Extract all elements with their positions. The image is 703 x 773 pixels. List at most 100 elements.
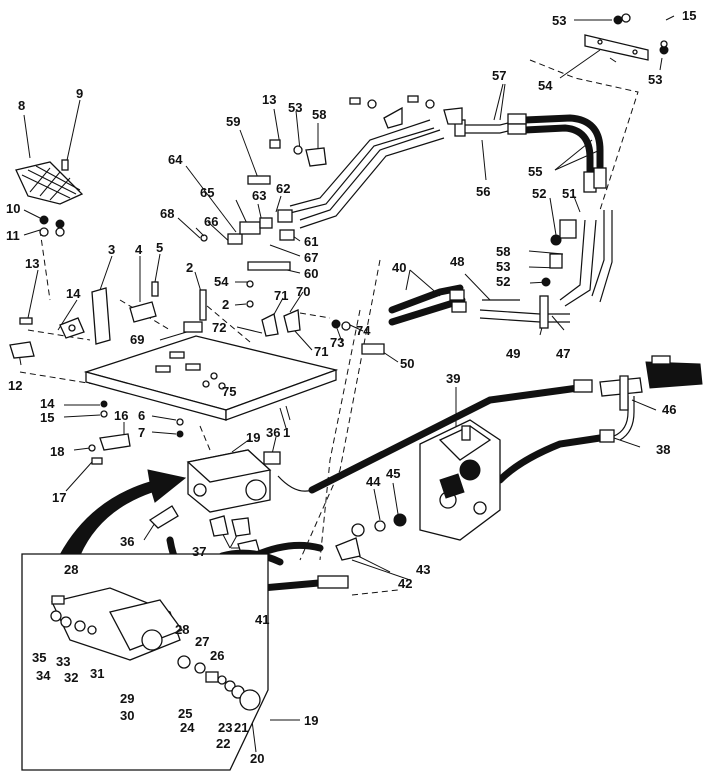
dashed-guides [19, 59, 639, 596]
inset-pointer-arrow [59, 469, 187, 556]
callout-37: 37 [192, 544, 206, 559]
callout-15: 15 [40, 410, 54, 425]
steel-tubes [285, 119, 613, 323]
callout-32: 32 [64, 670, 78, 685]
callout-57: 57 [492, 68, 506, 83]
callout-56: 56 [476, 184, 490, 199]
callout-68: 68 [160, 206, 174, 221]
callout-40: 40 [392, 260, 406, 275]
callout-7: 7 [138, 425, 145, 440]
callout-66: 66 [204, 214, 218, 229]
callout-74: 74 [356, 323, 371, 338]
callout-43: 43 [416, 562, 430, 577]
tube-clamps [539, 219, 577, 329]
callout-6: 6 [138, 408, 145, 423]
callout-16: 16 [114, 408, 128, 423]
callout-2: 2 [186, 260, 193, 275]
callout-36: 36 [266, 425, 280, 440]
callout-11: 11 [6, 228, 20, 243]
callout-44: 44 [366, 474, 381, 489]
small-hardware-top [195, 95, 463, 271]
callout-58: 58 [312, 107, 326, 122]
callout-65: 65 [200, 185, 214, 200]
callout-27: 27 [195, 634, 209, 649]
callout-8: 8 [18, 98, 25, 113]
callout-46: 46 [662, 402, 676, 417]
callout-23: 23 [218, 720, 232, 735]
callout-72: 72 [212, 320, 226, 335]
callout-53: 53 [496, 259, 510, 274]
callout-41: 41 [255, 612, 269, 627]
callout-42: 42 [398, 576, 412, 591]
pipe-38-and-fitting-46 [599, 355, 703, 441]
callout-61: 61 [304, 234, 318, 249]
callout-29: 29 [120, 691, 134, 706]
callout-21: 21 [234, 720, 248, 735]
callout-67: 67 [304, 250, 318, 265]
callout-71: 71 [314, 344, 328, 359]
callout-49: 49 [506, 346, 520, 361]
plate-8 [15, 159, 84, 237]
callout-24: 24 [180, 720, 195, 735]
callout-38: 38 [656, 442, 670, 457]
callout-9: 9 [76, 86, 83, 101]
hydraulic-pump-assembly [335, 419, 501, 561]
callout-53: 53 [552, 13, 566, 28]
callout-73: 73 [330, 335, 344, 350]
mounting-plate-1 [83, 335, 339, 465]
callout-19: 19 [246, 430, 260, 445]
callout-48: 48 [450, 254, 464, 269]
callout-45: 45 [386, 466, 400, 481]
callout-17: 17 [52, 490, 66, 505]
callout-52: 52 [532, 186, 546, 201]
callout-59: 59 [226, 114, 240, 129]
callout-14: 14 [40, 396, 55, 411]
hydraulic-hoses-lower [166, 284, 615, 595]
bracket-parts-left [9, 280, 385, 359]
callout-33: 33 [56, 654, 70, 669]
callout-52: 52 [496, 274, 510, 289]
callout-53: 53 [288, 100, 302, 115]
callout-69: 69 [130, 332, 144, 347]
callout-54: 54 [538, 78, 553, 93]
callout-12: 12 [8, 378, 22, 393]
callout-18: 18 [50, 444, 64, 459]
callout-26: 26 [210, 648, 224, 663]
hydraulic-hoses-upper [454, 113, 607, 193]
callout-25: 25 [178, 706, 192, 721]
callout-19: 19 [304, 713, 318, 728]
callout-53: 53 [648, 72, 662, 87]
callout-28: 28 [175, 622, 189, 637]
callout-4: 4 [135, 242, 143, 257]
control-valve-19 [148, 449, 281, 557]
callout-47: 47 [556, 346, 570, 361]
callout-50: 50 [400, 356, 414, 371]
callout-58: 58 [496, 244, 510, 259]
callout-22: 22 [216, 736, 230, 751]
callout-54: 54 [214, 274, 229, 289]
callout-70: 70 [296, 284, 310, 299]
callout-13: 13 [262, 92, 276, 107]
mounting-bracket-assembly [584, 13, 669, 63]
callout-10: 10 [6, 201, 20, 216]
callout-20: 20 [250, 751, 264, 766]
callout-31: 31 [90, 666, 104, 681]
callout-71: 71 [274, 288, 288, 303]
callout-1: 1 [283, 425, 290, 440]
callout-labels: 1 2 2 3 4 5 6 7 8 9 10 11 12 13 13 14 14… [6, 8, 696, 766]
callout-63: 63 [252, 188, 266, 203]
callout-2: 2 [222, 297, 229, 312]
callout-36: 36 [120, 534, 134, 549]
callout-13: 13 [25, 256, 39, 271]
callout-60: 60 [304, 266, 318, 281]
callout-62: 62 [276, 181, 290, 196]
callout-3: 3 [108, 242, 115, 257]
callout-30: 30 [120, 708, 134, 723]
callout-55: 55 [528, 164, 542, 179]
callout-64: 64 [168, 152, 183, 167]
callout-5: 5 [156, 240, 163, 255]
callout-14: 14 [66, 286, 81, 301]
callout-28: 28 [64, 562, 78, 577]
callout-75: 75 [222, 384, 236, 399]
